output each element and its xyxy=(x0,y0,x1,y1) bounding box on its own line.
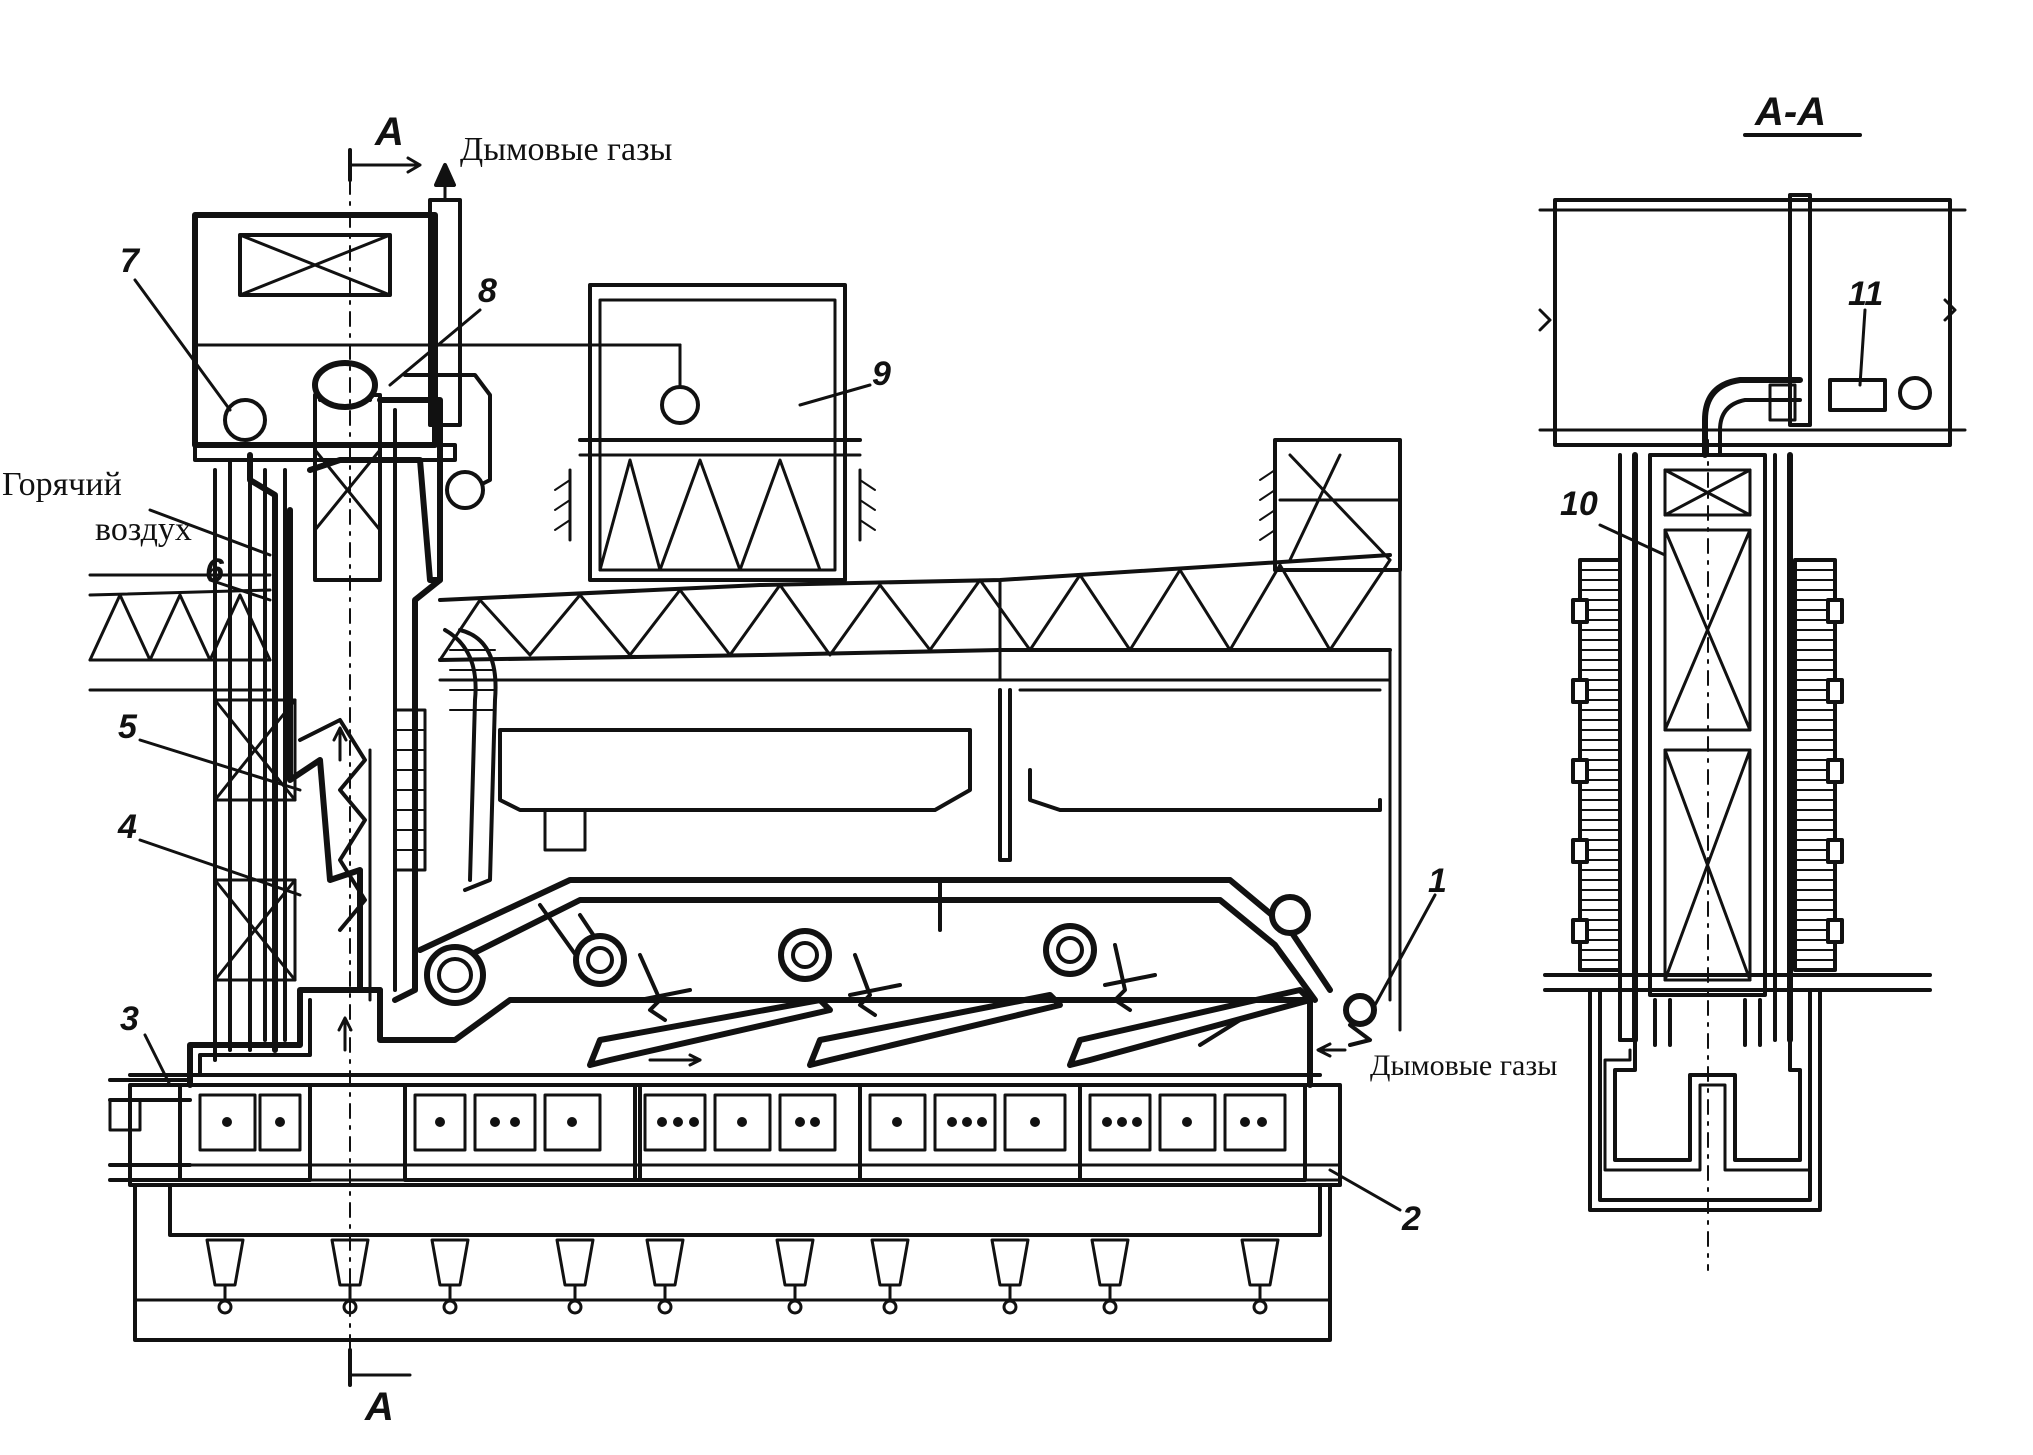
coil-bank-left xyxy=(1571,558,1622,972)
burner xyxy=(555,1238,595,1315)
burner xyxy=(990,1238,1030,1315)
left-heat-exchanger xyxy=(192,212,682,1052)
burner xyxy=(205,1238,245,1315)
burner xyxy=(1240,1238,1280,1315)
hearth-tiles xyxy=(198,1093,1287,1152)
section-view-aa: A-A xyxy=(1538,90,1967,1271)
burner-row xyxy=(205,1238,1280,1315)
air-inlet xyxy=(108,1078,192,1182)
section-mark-bottom: A xyxy=(364,1385,394,1429)
callout-1: 1 xyxy=(1428,862,1447,900)
flue-stack xyxy=(403,163,498,892)
callout-2: 2 xyxy=(1401,1200,1421,1238)
burner xyxy=(870,1238,910,1315)
callout-3: 3 xyxy=(120,1000,139,1038)
hearth-section xyxy=(128,1083,1342,1187)
callout-5: 5 xyxy=(118,708,138,746)
roof-truss xyxy=(88,553,1392,692)
callout-8: 8 xyxy=(478,272,497,310)
callout-leaders xyxy=(133,278,1437,1212)
section-cut-top: A xyxy=(348,110,422,182)
label-hot-air-line1: Горячий xyxy=(2,466,122,503)
burner xyxy=(645,1238,685,1315)
label-hot-air-line2: воздух xyxy=(95,511,192,548)
right-tower xyxy=(1259,438,1402,1032)
callout-4: 4 xyxy=(117,808,137,846)
callout-11: 11 xyxy=(1848,275,1883,313)
flow-arrows xyxy=(332,726,1347,1058)
tube-header xyxy=(417,877,1377,1047)
section-view-title: A-A xyxy=(1754,90,1826,134)
burner xyxy=(430,1238,470,1315)
coil-bank-right xyxy=(1793,558,1844,972)
callout-10: 10 xyxy=(1560,485,1598,523)
section-mark-top: A xyxy=(374,110,404,154)
sloped-troughs xyxy=(587,987,1313,1068)
valve-assemblies xyxy=(638,943,1157,1022)
callout-9: 9 xyxy=(872,355,891,393)
foundation xyxy=(133,1183,1332,1342)
burner xyxy=(775,1238,815,1315)
main-elevation-view: A A 7 8 9 6 5 4 3 1 2 xyxy=(2,110,1557,1429)
label-flue-gas-top: Дымовые газы xyxy=(460,131,673,168)
middle-chamber xyxy=(498,688,1382,862)
burner xyxy=(1090,1238,1130,1315)
callout-7: 7 xyxy=(120,242,141,280)
furnace-chamber xyxy=(128,987,1322,1088)
callout-6: 6 xyxy=(205,552,225,590)
section-cut-bottom: A xyxy=(348,1348,412,1429)
label-flue-gas-right: Дымовые газы xyxy=(1370,1049,1557,1082)
